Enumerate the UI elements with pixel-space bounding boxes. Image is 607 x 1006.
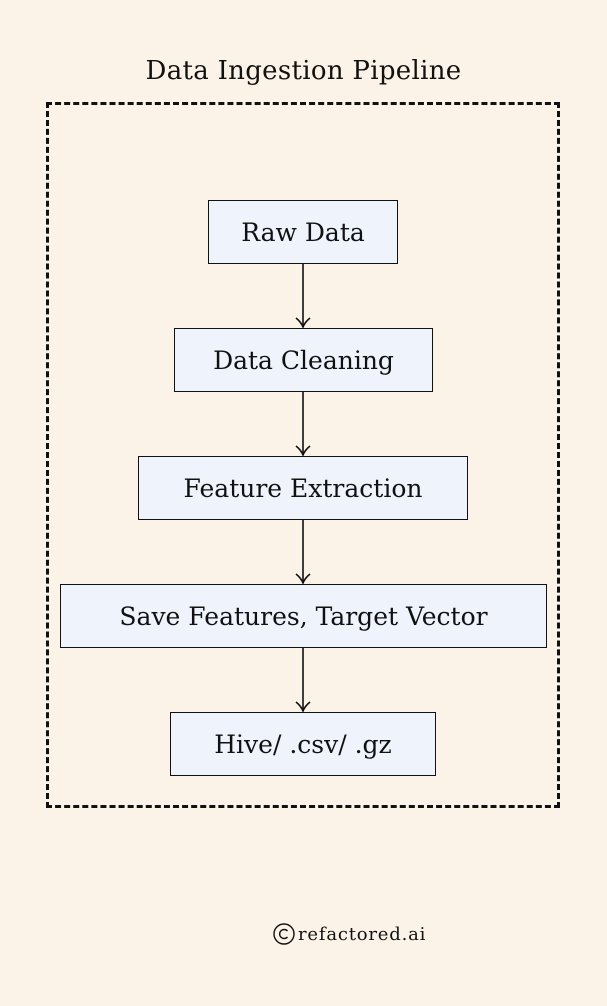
pipeline-group-frame <box>46 102 560 808</box>
node-storage: Hive/ .csv/ .gz <box>170 712 436 776</box>
node-save-features: Save Features, Target Vector <box>60 584 547 648</box>
node-raw-data: Raw Data <box>208 200 398 264</box>
footer-credit: refactored.ai <box>272 922 426 946</box>
diagram-title: Data Ingestion Pipeline <box>145 56 462 86</box>
node-feature-extraction: Feature Extraction <box>138 456 468 520</box>
footer-text: refactored.ai <box>298 923 427 945</box>
node-data-cleaning: Data Cleaning <box>174 328 433 392</box>
copyright-icon <box>273 923 295 945</box>
